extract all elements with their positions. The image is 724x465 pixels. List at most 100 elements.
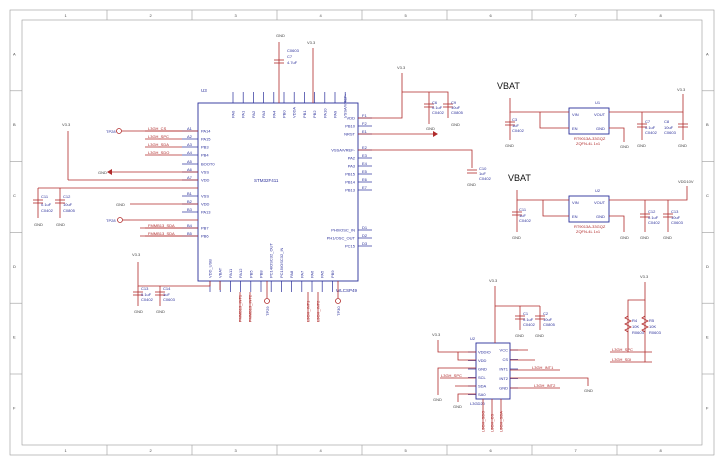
gnd-label-9: GND (134, 309, 143, 314)
frame-row-label: C (13, 193, 16, 198)
mcu-right-pin-num: F2 (362, 121, 367, 126)
mcu-right-pin-name: PB10 (345, 124, 356, 129)
net-arrow (433, 131, 438, 137)
mcu-right-pin-name: PC15 (345, 244, 356, 249)
gnd-label-2: GND (426, 126, 435, 131)
c9-value: 10uF (451, 105, 461, 110)
reg2-part: RT9013A-33GQZ (574, 224, 606, 229)
tp30-circle[interactable] (335, 298, 341, 304)
mcu-bottom-pin-name: PA11 (228, 268, 233, 278)
c2-value: 10uF (543, 317, 553, 322)
reg1-incap-value: 1uF (512, 123, 519, 128)
regulator-2[interactable]: VBAT U2 VIN EN VOUT GND RT9013A-33GQZ ZQ… (508, 173, 694, 240)
sensor-left-pin: VDDIO (478, 350, 491, 355)
mcu-right-pin-name: PH1/OSC_OUT (327, 236, 356, 241)
mcu-right-pin-name: PA3 (348, 164, 356, 169)
mcu-package: WLCSP49 (336, 288, 358, 293)
tp-left-label: TP28 (106, 218, 116, 223)
mcu-left-pin-name: VSS (201, 170, 209, 175)
frame-col-label: 4 (320, 13, 323, 18)
mcu-left-pin-num: A4 (187, 150, 193, 155)
mcu-right-pin-name: VSSA/VREF- (331, 148, 355, 153)
tp-left-circle[interactable] (117, 217, 123, 223)
gnd-label-4: GND (467, 182, 476, 187)
mcu-bottom-pin-name: PB9 (330, 270, 335, 278)
regulator-2-body[interactable] (568, 195, 610, 223)
frame-col-label: 4 (320, 448, 323, 453)
tp29-circle[interactable] (264, 298, 270, 304)
regulator-1-body[interactable] (568, 107, 610, 135)
pullup-net-sdi: L3GH_SDI (612, 357, 631, 362)
gnd-label-18: GND (663, 235, 672, 240)
mcu-left-pin-name: PB6 (201, 234, 209, 239)
c1-ref: C1 (523, 311, 529, 316)
sensor-right-pin: VCC (500, 348, 509, 353)
c12-pkg: C0805 (63, 208, 76, 213)
mcu-body[interactable] (197, 102, 359, 282)
c14-pkg: C0603 (163, 297, 176, 302)
vbat-decoupling: V3.3 C13 0.1uF C0402 C14 1uF C0603 GND G… (132, 252, 221, 314)
mcu-top-pin-name: VDDA (292, 107, 297, 118)
reg2-oc1-pkg: C0402 (648, 220, 661, 225)
c6-value: 0.1uF (432, 105, 443, 110)
r5-value: 10K (649, 324, 656, 329)
frame-row-label: C (706, 193, 709, 198)
reg1-oc2-ref: C8 (664, 119, 670, 124)
reg2-oc1-value: 0.1uF (648, 215, 659, 220)
mcu-top-pin-name: PA2 (251, 110, 256, 118)
sensor-body[interactable] (475, 342, 511, 400)
mcu-right-pin-num: E1 (362, 129, 368, 134)
mcu-top-pin-name: PB0 (282, 110, 287, 118)
reg1-pkg: ZQFN-4L 1x1 (576, 141, 601, 146)
frame-col-label: 2 (150, 13, 153, 18)
c10-value: 1uF (479, 171, 486, 176)
mcu-bottom-pin-name: PA8 (289, 270, 294, 278)
mcu-left-pin-num: B5 (187, 231, 193, 236)
regulator-2-ref: U2 (595, 188, 601, 193)
c7-value: 4.7uF (287, 60, 298, 65)
mcu-bottom-net: FMMB13_INT1 (238, 294, 243, 322)
vbat-label-1: VBAT (497, 81, 520, 91)
reg1-oc1-ref: C7 (645, 119, 651, 124)
sensor-bottom-net: L3GH_CS (490, 413, 495, 432)
sensor-part: L3GD20 (470, 401, 486, 406)
reg1-pin-en: EN (572, 126, 578, 131)
gnd-label-11: GND (505, 143, 514, 148)
tp28-circle[interactable] (116, 128, 122, 134)
mcu-right-pin-name: PB15 (345, 172, 356, 177)
mcu-left-pin-num: B3 (187, 207, 193, 212)
mcu-left-pin-num: A1 (187, 126, 193, 131)
regulator-1[interactable]: VBAT U1 VIN EN VOUT GND RT9013A-33GQZ ZQ… (497, 81, 688, 149)
mcu-bottom-pin-name: PA12 (238, 268, 243, 278)
r5-zigzag (641, 315, 649, 333)
gnd-arrow (107, 169, 112, 175)
vdd-decoupling-right: V3.3 C6 0.1uF C0402 C9 10uF C0805 GND GN… (358, 65, 464, 131)
c7-ref: C7 (287, 54, 293, 59)
reg1-oc2-pkg: C0603 (664, 130, 677, 135)
gnd-label-16: GND (620, 235, 629, 240)
reg2-pin-vin: VIN (572, 200, 579, 205)
bottom-testpoints: TP29 TP30 (264, 281, 341, 316)
c1-pkg: C0402 (523, 322, 536, 327)
reg2-oc2-value: 10uF (671, 215, 681, 220)
sensor-spc-net: L3GH_SPC (441, 373, 462, 378)
mcu-right-pin-name: PB14 (345, 180, 356, 185)
sensor-right-pin: INT2 (499, 376, 508, 381)
right-connections: C10 1uF C0402 GND (358, 131, 492, 187)
mcu-bottom-pin-name: PB5 (248, 270, 253, 278)
pullup-net-spc: L3GH_SPC (612, 347, 633, 352)
sensor-left-pin: VDD (478, 358, 487, 363)
frame-col-label: 7 (575, 448, 578, 453)
mcu-left-pin-num: B2 (187, 199, 193, 204)
mcu-bottom-pin-name: PB8 (259, 270, 264, 278)
frame-row-label: F (706, 405, 709, 410)
sensor-int2-net: L3GH_INT2 (534, 383, 556, 388)
pullup-resistors[interactable]: V3.3 R4 10K R0603 R5 10K R0603 L3GH_SPC … (610, 274, 662, 363)
mcu-right-pin-num: F1 (362, 113, 367, 118)
reg1-incap-pkg: C0402 (512, 128, 525, 133)
gnd-label-15: GND (512, 235, 521, 240)
mcu-top-pin-name: PA1 (241, 110, 246, 118)
mcu-left-pin-name: PA13 (201, 210, 211, 215)
